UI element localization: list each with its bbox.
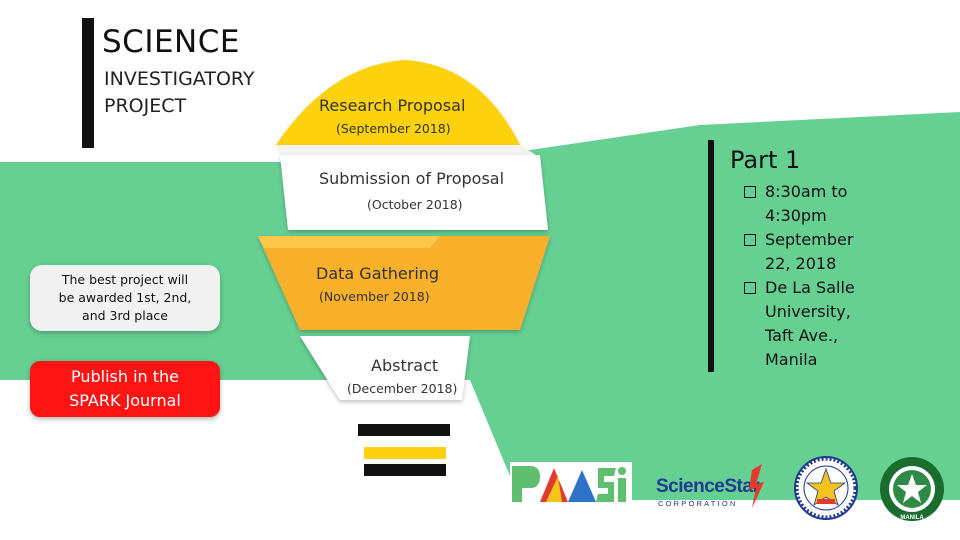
stage-date: (November 2018) [319, 289, 430, 304]
part-accent-bar [708, 140, 714, 372]
publish-note: Publish in the SPARK Journal [30, 361, 220, 417]
circular-seal-logo [794, 456, 858, 520]
dlsu-seal-text: MANILA [900, 515, 924, 521]
stage-name: Abstract [371, 356, 439, 375]
stage-date: (September 2018) [336, 121, 451, 136]
bulb-segment-submission [280, 155, 548, 230]
stage-date: (December 2018) [347, 381, 458, 396]
sciencestar-logo-sub: CORPORATION [658, 499, 737, 508]
stage-name: Research Proposal [319, 96, 466, 115]
stage-name: Data Gathering [316, 264, 440, 283]
page-title: SCIENCE [102, 24, 240, 60]
stage-name: Submission of Proposal [319, 169, 505, 188]
award-note: The best project will be awarded 1st, 2n… [30, 265, 220, 331]
title-accent-bar [82, 18, 94, 148]
bulb-segment-data-gathering [258, 236, 550, 330]
list-item: De La Salle University, Taft Ave., Manil… [744, 276, 894, 372]
checkbox-bullet-icon [744, 234, 756, 246]
list-item: 8:30am to 4:30pm [744, 180, 894, 228]
checkbox-bullet-icon [744, 186, 756, 198]
sciencestar-logo: ScienceStar CORPORATION [656, 464, 764, 508]
checkbox-bullet-icon [744, 282, 756, 294]
page-subtitle: INVESTIGATORY PROJECT [104, 68, 255, 117]
part-title: Part 1 [730, 146, 801, 174]
dlsu-seal-logo: MANILA [880, 457, 944, 521]
stage-date: (October 2018) [367, 197, 463, 212]
bulb-segment-research-proposal [276, 60, 520, 145]
sciencestar-logo-text: ScienceStar [656, 476, 760, 497]
list-item: September 22, 2018 [744, 228, 894, 276]
part-details-list: 8:30am to 4:30pm September 22, 2018 De L… [744, 180, 894, 372]
bulb-separator [276, 145, 536, 155]
papsi-logo [510, 462, 632, 506]
bulb-base-bar [358, 424, 450, 436]
bulb-base-bar [364, 447, 446, 459]
bulb-base-bar [364, 464, 446, 476]
bulb-segment-abstract [300, 336, 470, 400]
